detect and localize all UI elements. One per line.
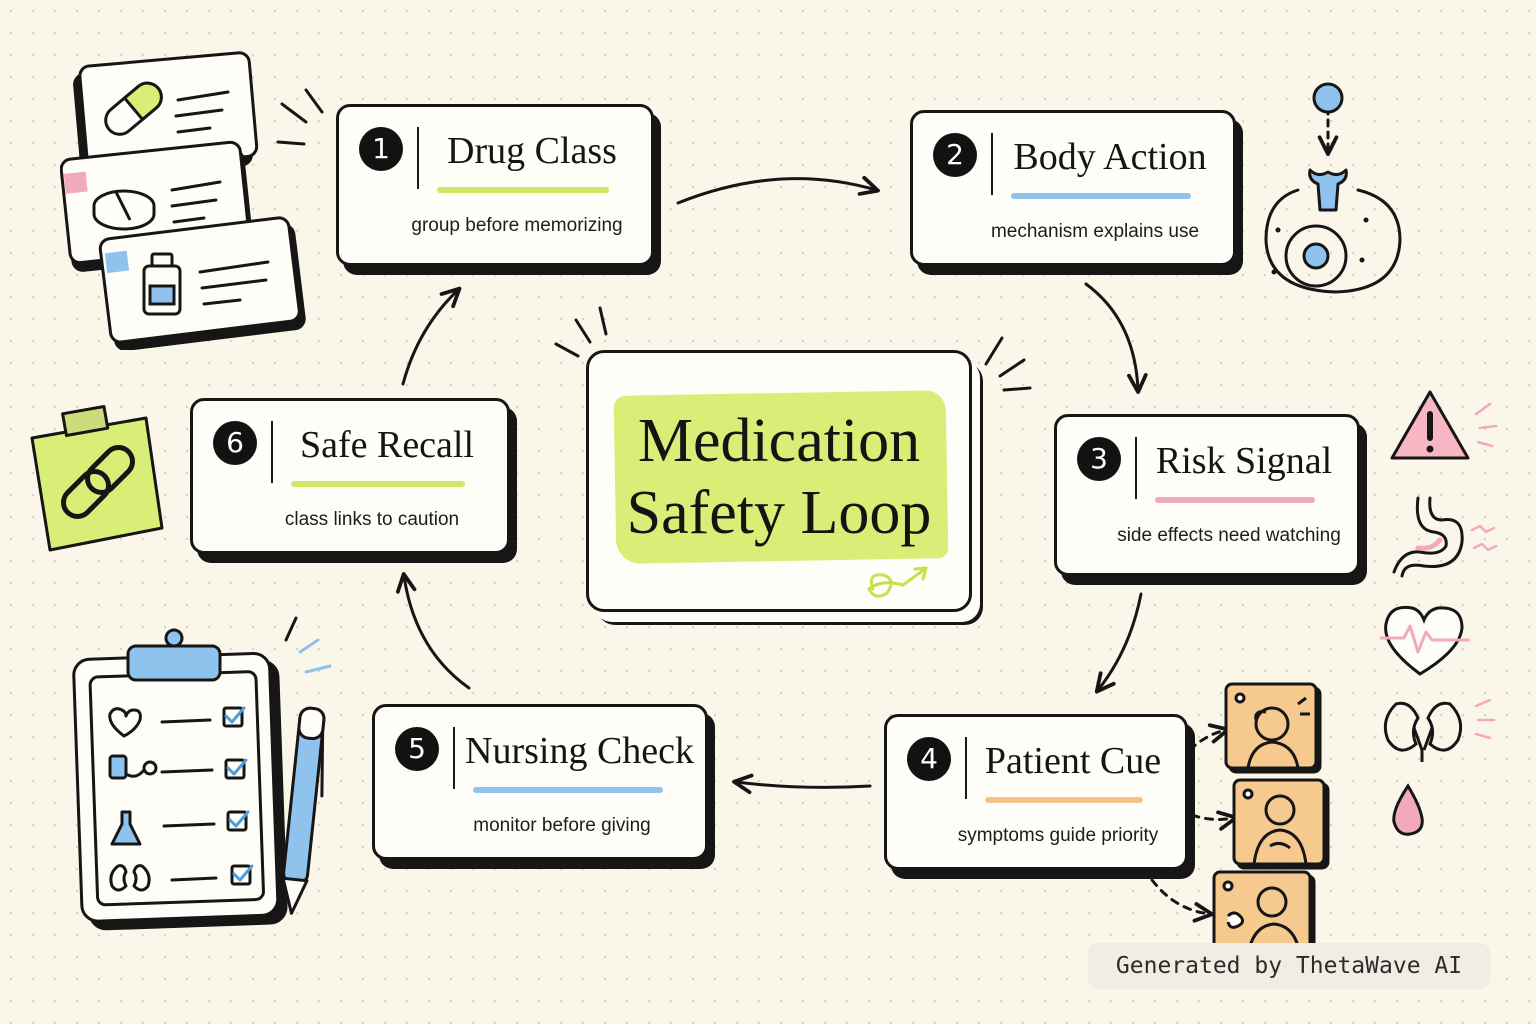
step-card-risk-signal: 3 Risk Signal side effects need watching [1054, 414, 1360, 576]
step-card-drug-class: 1 Drug Class group before memorizing [336, 104, 654, 266]
headache-patient-icon [1224, 682, 1322, 774]
step-title: Risk Signal [1155, 440, 1333, 482]
center-title-card: Medication Safety Loop [586, 350, 972, 612]
step-title: Safe Recall [299, 424, 475, 466]
card-divider [271, 421, 273, 483]
blood-drop-icon [1392, 783, 1424, 836]
step-title-underline [1011, 193, 1191, 199]
arrow-4-to-5 [732, 773, 872, 795]
arrow-3-to-4 [1094, 592, 1143, 694]
step-number-badge: 5 [395, 727, 439, 771]
blood-pressure-cuff-icon [108, 754, 158, 780]
loop-squiggle-icon [867, 566, 928, 598]
center-emphasis-strokes [276, 88, 1032, 642]
card-divider [991, 133, 993, 195]
center-title: Medication Safety Loop [589, 405, 969, 549]
card-divider [417, 127, 419, 189]
arrow-1-to-2 [676, 175, 880, 205]
receptor-binding-icon [1264, 82, 1402, 294]
kidneys-icon [109, 864, 151, 892]
chain-link-icon [30, 405, 164, 552]
step-card-safe-recall: 6 Safe Recall class links to caution [190, 398, 510, 554]
pen-icon [281, 706, 326, 915]
card-divider [453, 727, 455, 789]
step-title: Drug Class [447, 130, 617, 172]
stomach-icon [1392, 496, 1464, 578]
step-title: Patient Cue [984, 740, 1162, 782]
card-divider [1135, 437, 1137, 499]
step-subtitle: monitor before giving [473, 815, 651, 836]
step-title-underline [473, 787, 663, 793]
vial-icon [142, 252, 182, 316]
kidneys-icon [1383, 701, 1463, 762]
step-title-underline [291, 481, 465, 487]
step-title-underline [985, 797, 1143, 803]
step-title-underline [437, 187, 609, 193]
step-card-body-action: 2 Body Action mechanism explains use [910, 110, 1236, 266]
step-number-badge: 3 [1077, 437, 1121, 481]
step-subtitle: symptoms guide priority [957, 825, 1159, 846]
step-number-badge: 2 [933, 133, 977, 177]
chest-pain-patient-icon [1232, 778, 1330, 870]
dashed-arrow-cue-headache [1188, 723, 1230, 752]
step-title: Nursing Check [465, 730, 695, 772]
step-title: Body Action [1013, 136, 1207, 178]
step-card-nursing-check: 5 Nursing Check monitor before giving [372, 704, 708, 860]
dashed-arrow-cue-cough [1150, 878, 1214, 923]
step-number-badge: 4 [907, 737, 951, 781]
step-title-underline [1155, 497, 1315, 503]
watermark: Generated by ThetaWave AI [1088, 943, 1490, 989]
patient-cue-illustration [1212, 682, 1330, 960]
clipboard-clip [126, 628, 222, 682]
drug-class-illustration [60, 51, 306, 350]
center-title-line-2: Safety Loop [626, 479, 932, 547]
cough-patient-icon [1212, 870, 1316, 960]
heart-icon [108, 707, 142, 738]
step-number-badge: 1 [359, 127, 403, 171]
step-subtitle: side effects need watching [1117, 525, 1341, 546]
step-subtitle: class links to caution [284, 509, 460, 530]
dashed-arrow-cue-chest [1190, 810, 1238, 831]
heart-rhythm-icon [1380, 605, 1470, 676]
capsule-icon [104, 81, 163, 136]
arrow-5-to-6 [395, 572, 471, 690]
flask-icon [110, 810, 142, 846]
arrow-6-to-1 [401, 286, 462, 386]
step-subtitle: group before memorizing [411, 215, 623, 236]
arrow-2-to-3 [1084, 282, 1148, 394]
step-number-badge: 6 [213, 421, 257, 465]
card-divider [965, 737, 967, 799]
center-title-line-1: Medication [637, 407, 921, 475]
nursing-check-illustration [72, 628, 326, 931]
step-subtitle: mechanism explains use [990, 221, 1200, 242]
warning-icon [1390, 390, 1470, 460]
step-card-patient-cue: 4 Patient Cue symptoms guide priority [884, 714, 1188, 870]
risk-signal-illustration [1380, 390, 1498, 836]
tablet-icon [92, 189, 156, 231]
